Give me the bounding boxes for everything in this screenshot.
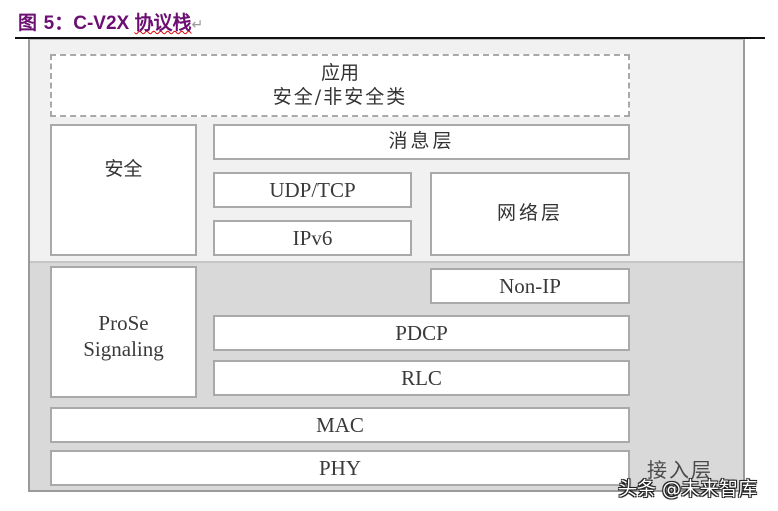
network-layer-label: 网络层	[496, 202, 563, 225]
signaling-label: Signaling	[83, 337, 164, 362]
non-ip-box: Non-IP	[430, 268, 630, 304]
caption-title-cn: 协议栈	[134, 12, 192, 34]
udp-tcp-box: UDP/TCP	[213, 172, 412, 208]
udp-tcp-label: UDP/TCP	[269, 177, 356, 202]
message-layer-box: 消息层	[213, 124, 630, 160]
caption-title-latin: C-V2X	[73, 13, 135, 34]
access-layer-label: 接入层	[647, 458, 713, 482]
mac-box: MAC	[50, 407, 630, 443]
figure-caption: 图 5：C-V2X 协议栈↵	[18, 8, 203, 35]
watermark: 头条 @未来智库	[618, 478, 758, 500]
prose-signaling-box: ProSe Signaling	[50, 266, 197, 398]
ipv6-label: IPv6	[292, 225, 333, 250]
ipv6-box: IPv6	[213, 220, 412, 256]
caption-number: 5	[43, 13, 55, 34]
pdcp-label: PDCP	[395, 320, 448, 345]
security-box: 安全	[50, 124, 197, 256]
rlc-box: RLC	[213, 360, 630, 396]
mac-label: MAC	[316, 412, 364, 437]
protocol-stack-diagram: 应用 安全/非安全类 安全 消息层 UDP/TCP IPv6 网络层 Non-I…	[28, 39, 745, 492]
pdcp-box: PDCP	[213, 315, 630, 351]
phy-box: PHY	[50, 450, 630, 486]
application-box: 应用 安全/非安全类	[50, 54, 630, 117]
application-label: 应用	[320, 61, 359, 84]
phy-label: PHY	[318, 455, 361, 480]
security-label: 安全	[104, 158, 143, 181]
message-layer-label: 消息层	[388, 130, 455, 153]
network-layer-box: 网络层	[430, 172, 630, 256]
caption-separator: ：	[54, 13, 74, 34]
caption-underline-rule	[15, 37, 765, 39]
rlc-label: RLC	[401, 365, 442, 390]
non-ip-label: Non-IP	[499, 273, 561, 298]
application-sublabel: 安全/非安全类	[272, 85, 408, 108]
caption-prefix: 图	[18, 12, 44, 34]
return-mark-icon: ↵	[191, 16, 204, 32]
prose-label: ProSe	[98, 311, 149, 335]
